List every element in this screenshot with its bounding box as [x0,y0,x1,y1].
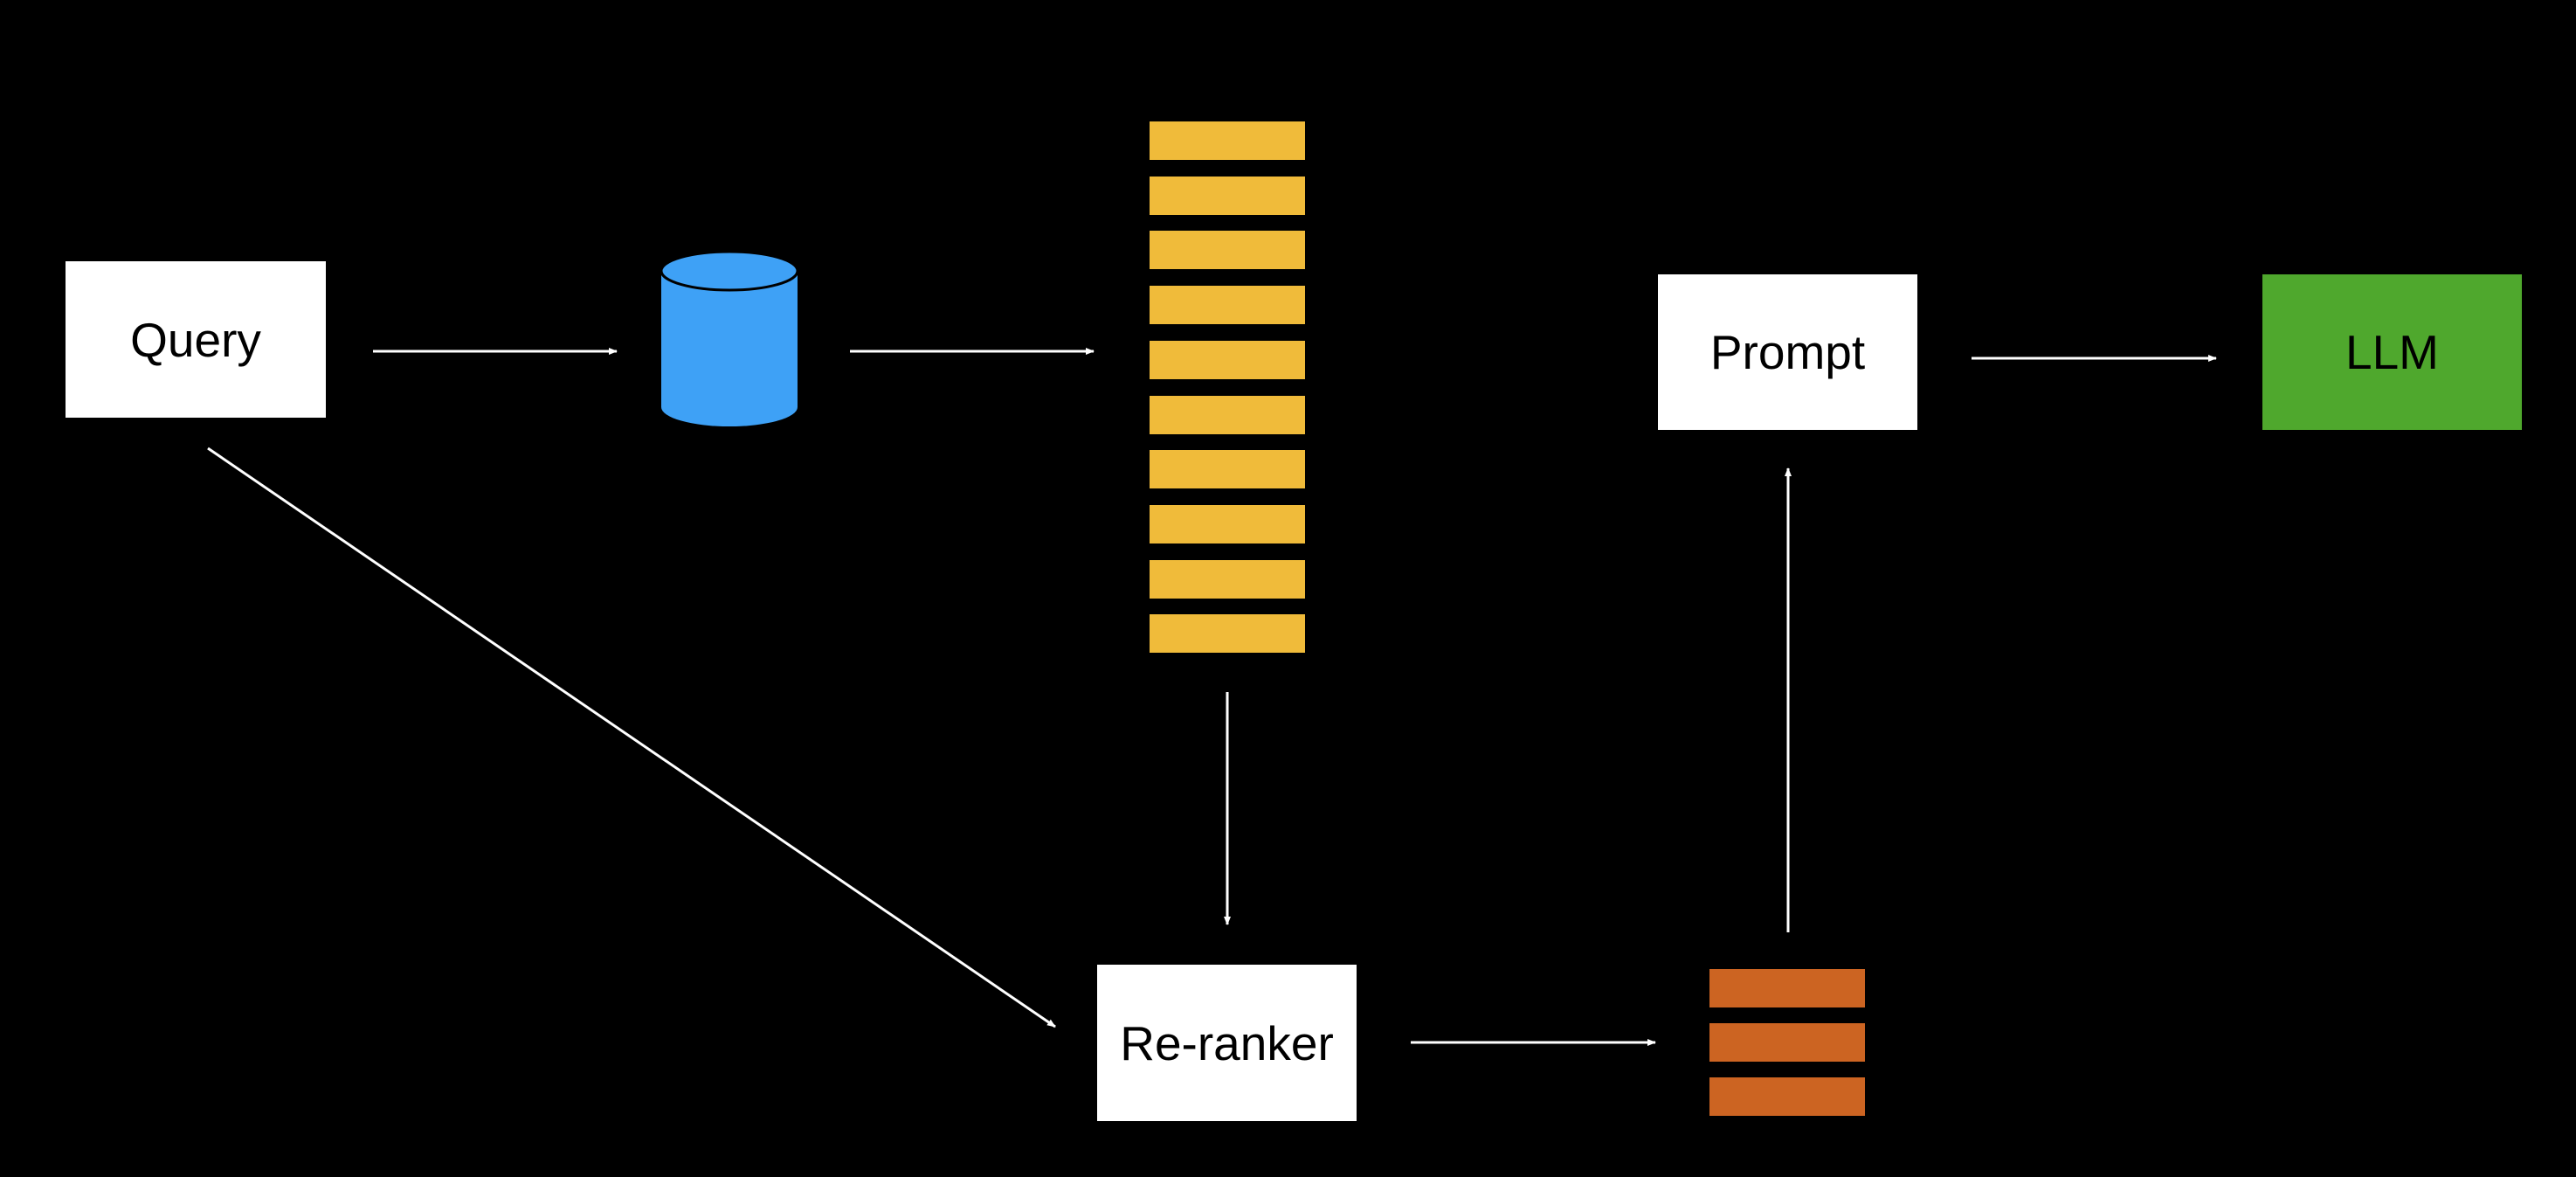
retrieved-result-bar [1150,559,1305,599]
query-box: Query [66,261,326,418]
reranked-result-bar [1709,1023,1865,1062]
retrieved-result-bar [1150,614,1305,654]
retrieved-result-bar [1150,504,1305,543]
arrow-query-to-reranker [207,447,1056,1028]
retrieved-result-bar [1150,340,1305,379]
prompt-label: Prompt [1709,325,1866,379]
reranker-label: Re-ranker [1120,1015,1334,1070]
llm-label: LLM [2345,325,2439,379]
reranked-result-bar [1709,1077,1865,1116]
reranker-box: Re-ranker [1097,965,1357,1121]
llm-box: LLM [2262,274,2522,430]
retrieved-result-bar [1150,176,1305,215]
database-cylinder-icon [660,250,799,428]
reranked-result-bar [1709,969,1865,1007]
retrieved-result-bar [1150,231,1305,270]
reranked-results-stack [1709,969,1865,1118]
query-label: Query [130,312,261,367]
retrieved-result-bar [1150,395,1305,434]
retrieved-result-bar [1150,121,1305,160]
retrieved-results-stack [1150,121,1305,654]
retrieved-result-bar [1150,450,1305,489]
retrieved-result-bar [1150,286,1305,325]
prompt-box: Prompt [1658,274,1917,430]
